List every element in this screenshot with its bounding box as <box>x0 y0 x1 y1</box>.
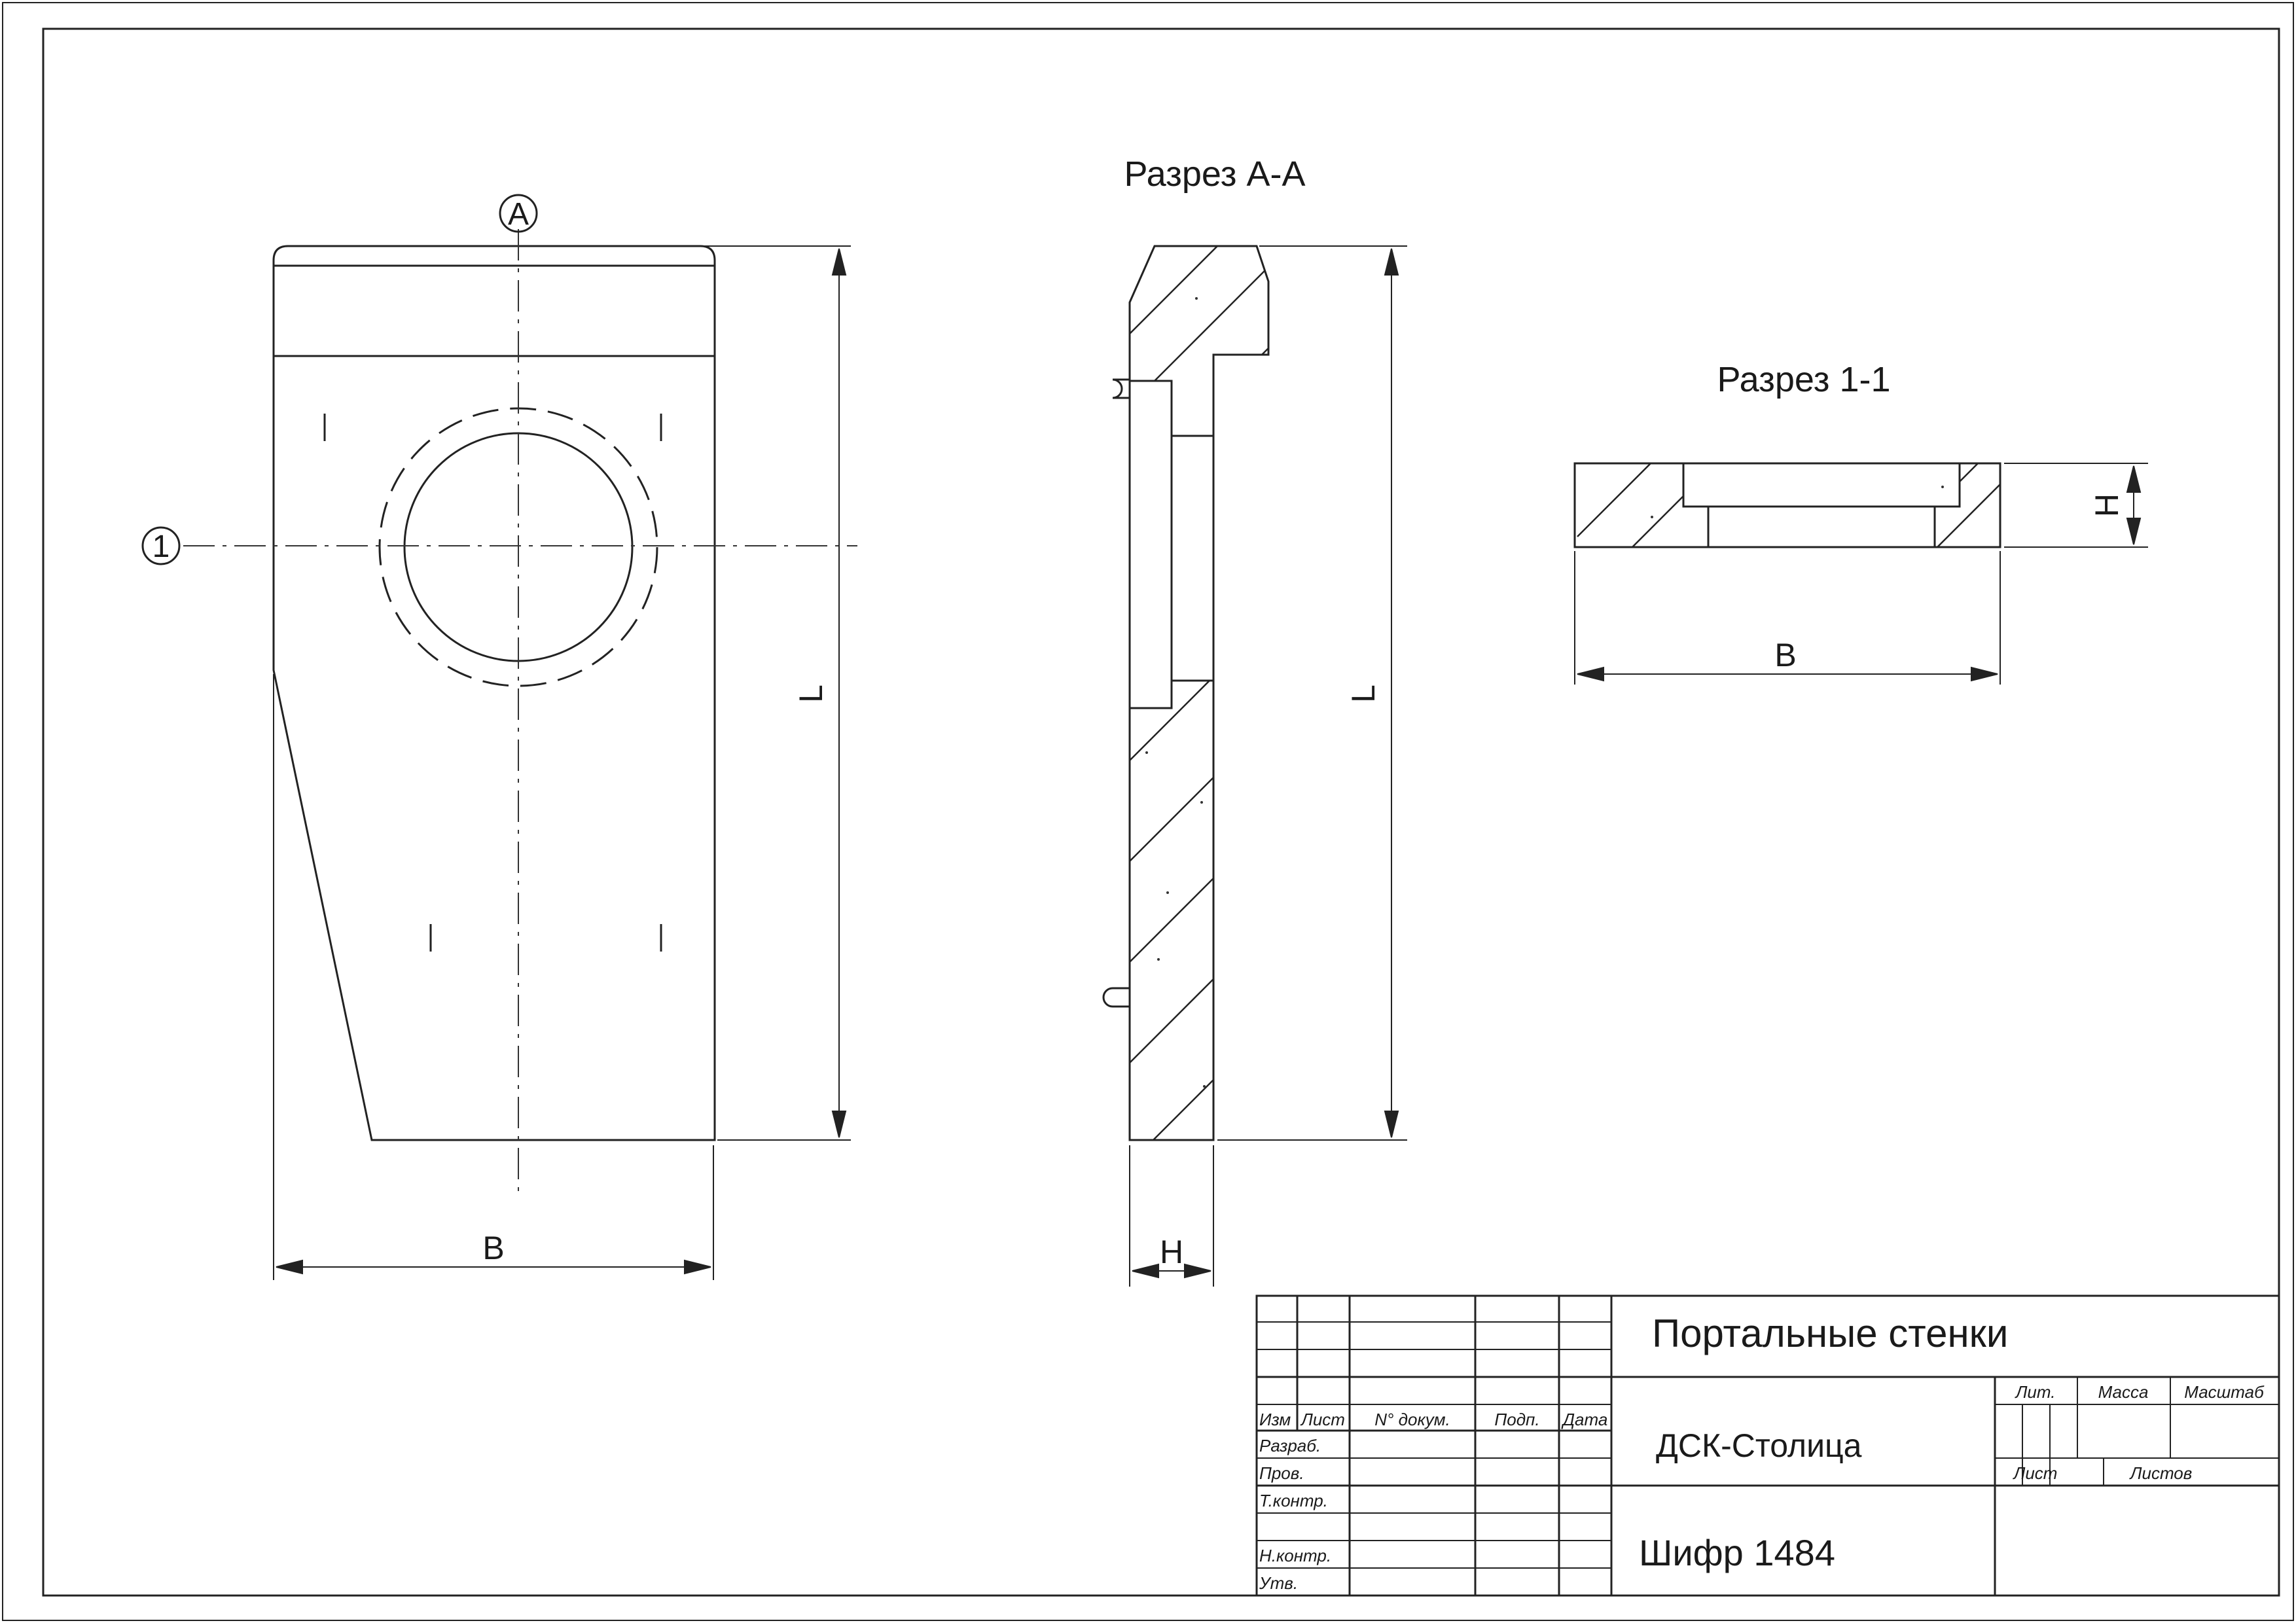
section-11-outline <box>1573 462 2001 548</box>
section-11-dim-b-label: B <box>1774 637 1796 673</box>
section-aa-loop-top <box>1112 378 1130 399</box>
label-lit: Лит. <box>2015 1382 2056 1402</box>
role-norm-control: Н.контр. <box>1259 1546 1331 1565</box>
cut-marker-a: А <box>499 194 538 233</box>
section-11-title: Разрез 1-1 <box>1717 360 1890 399</box>
front-dim-l-label: L <box>793 685 829 703</box>
cut-marker-1-label: 1 <box>152 529 170 564</box>
centerlines <box>183 229 857 1191</box>
role-approved: Утв. <box>1259 1573 1298 1593</box>
section-aa-title: Разрез А-А <box>1124 154 1305 194</box>
section-11-dimension-b <box>1574 551 2001 685</box>
section-aa-recess <box>1130 380 1173 709</box>
header-date: Дата <box>1561 1410 1608 1429</box>
section-aa-dimension-l <box>1217 245 1407 1141</box>
front-dim-b-label: B <box>482 1230 504 1266</box>
section-11-dim-h-label: H <box>2089 493 2125 517</box>
section-11-upper-recess <box>1682 462 1961 508</box>
header-doc-no: N° докум. <box>1374 1410 1450 1429</box>
role-checked: Пров. <box>1259 1463 1304 1483</box>
label-mass: Масса <box>2098 1382 2149 1402</box>
section-aa-dimension-h <box>1129 1145 1214 1287</box>
section-11-lower-recess <box>1707 505 1936 548</box>
title-block: Портальные стенки ДСК-Столица Шифр 1484 … <box>1255 1294 2280 1597</box>
role-developed: Разраб. <box>1259 1436 1321 1455</box>
section-aa-loop-bottom <box>1102 987 1130 1008</box>
role-tech-control: Т.контр. <box>1259 1491 1328 1510</box>
label-sheet: Лист <box>2013 1463 2058 1483</box>
cut-marker-1: 1 <box>141 526 181 565</box>
header-list: Лист <box>1300 1410 1345 1429</box>
section-aa-dim-l-label: L <box>1345 685 1382 703</box>
label-scale: Масштаб <box>2184 1382 2265 1402</box>
section-11-stipple <box>1651 486 1944 518</box>
drawing-name: Портальные стенки <box>1652 1311 2008 1355</box>
title-block-grid <box>1255 1294 2280 1597</box>
anchor-marks <box>323 414 662 952</box>
header-izm: Изм <box>1259 1410 1291 1429</box>
section-11-dimension-h <box>2004 463 2148 548</box>
label-sheets: Листов <box>2129 1463 2193 1483</box>
section-aa-outline <box>1102 245 1270 1141</box>
organization: ДСК-Столица <box>1656 1427 1862 1464</box>
front-view <box>272 245 716 1141</box>
front-dimension-b <box>273 674 714 1280</box>
section-aa-hatching <box>1130 246 1268 1140</box>
header-signature: Подп. <box>1494 1410 1539 1429</box>
drawing-code: Шифр 1484 <box>1639 1532 1835 1573</box>
front-view-outline <box>272 245 716 1141</box>
cut-marker-a-label: А <box>508 197 529 232</box>
front-dimension-l <box>704 245 851 1141</box>
section-aa-dim-h-label: H <box>1160 1234 1183 1270</box>
section-aa-stipple <box>1145 297 1206 1088</box>
